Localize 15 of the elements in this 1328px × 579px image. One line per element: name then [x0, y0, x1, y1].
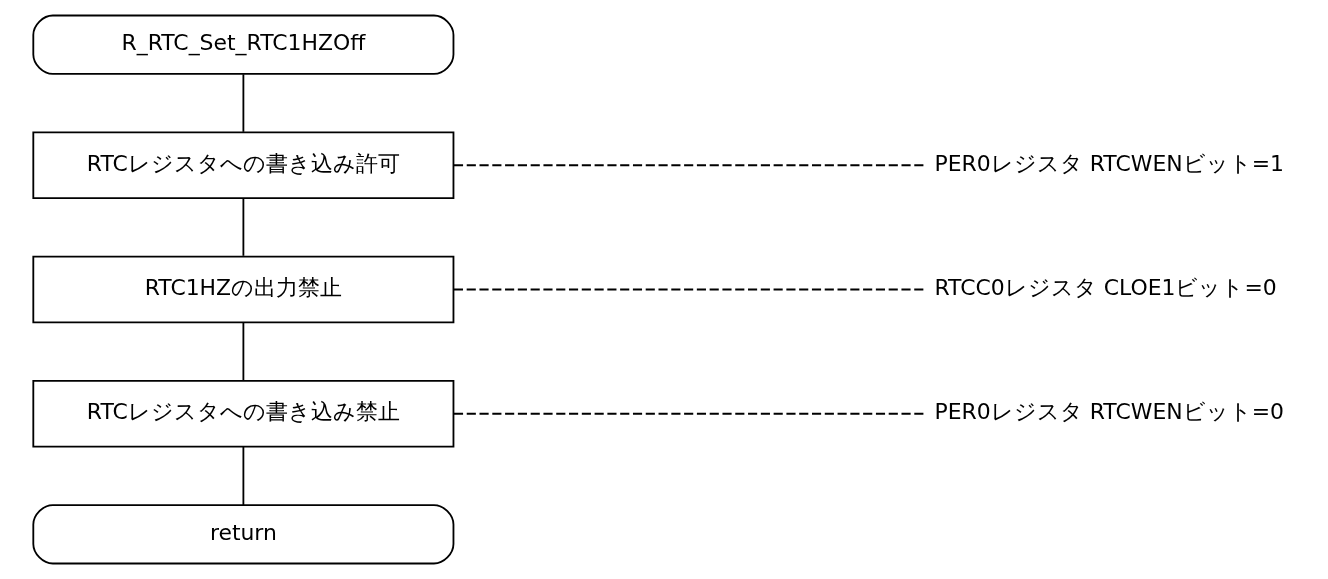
node-box: RTC1HZの出力禁止 — [32, 255, 455, 324]
connector — [242, 197, 245, 257]
node-box: R_RTC_Set_RTC1HZOff — [32, 14, 455, 75]
connector — [453, 164, 925, 167]
connector — [242, 445, 245, 506]
node-text: PER0レジスタ RTCWENビット=0 — [934, 399, 1284, 425]
connector — [242, 322, 245, 381]
node-box: RTCレジスタへの書き込み禁止 — [32, 379, 455, 448]
node-box: return — [32, 504, 455, 565]
connector — [453, 412, 925, 415]
connector — [242, 73, 245, 133]
node-box: RTCレジスタへの書き込み許可 — [32, 131, 455, 200]
connector — [452, 288, 925, 291]
node-text: PER0レジスタ RTCWENビット=1 — [934, 150, 1284, 176]
node-text: RTCC0レジスタ CLOE1ビット=0 — [934, 275, 1277, 301]
